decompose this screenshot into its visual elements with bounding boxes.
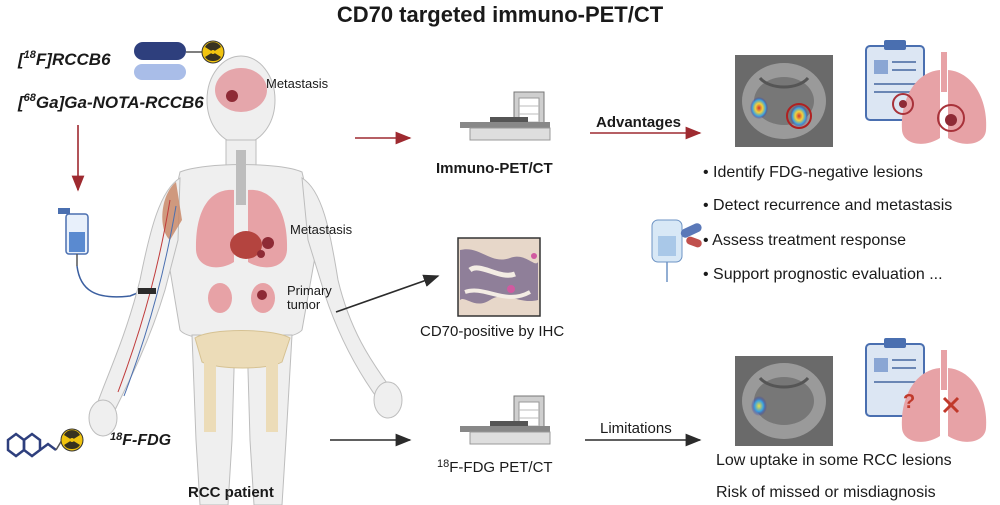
fdg-tracer-label: 18F-FDG xyxy=(110,431,172,449)
figure-title: CD70 targeted immuno-PET/CT xyxy=(336,2,664,27)
syringe-icon xyxy=(58,208,141,298)
fdg-molecule-icon xyxy=(6,428,84,458)
arrow-to-ihc xyxy=(335,274,440,313)
tracer-nota-rccb6-label: [68Ga]Ga-NOTA-RCCB6 xyxy=(18,92,204,112)
immuno-pet-ct-label: Immuno-PET/CT xyxy=(436,160,553,177)
immuno-pet-brain-scan xyxy=(735,55,833,147)
cross-mark-icon xyxy=(942,396,960,414)
advantage-item: • Assess treatment response xyxy=(703,232,907,249)
lung-metastasis-label: Metastasis xyxy=(290,222,353,237)
ihc-label: CD70-positive by IHC xyxy=(420,323,565,340)
ihc-stain-image xyxy=(457,237,541,317)
clipboard-lungs-negative: ? xyxy=(865,338,987,442)
tracer-rccb6-label: [18F]RCCB6 xyxy=(18,49,111,69)
advantage-item: • Support prognostic evaluation ... xyxy=(703,266,943,283)
brain-metastasis-label: Metastasis xyxy=(266,76,329,91)
rcc-patient-body xyxy=(88,55,403,505)
advantage-item: • Identify FDG-negative lesions xyxy=(703,164,923,181)
iv-clip xyxy=(138,288,156,294)
rcc-patient-label: RCC patient xyxy=(188,484,274,501)
antibody-radio-icon xyxy=(134,40,225,80)
fdg-pet-ct-scanner-icon xyxy=(460,395,551,445)
treatment-drug-icon xyxy=(651,219,702,282)
limitations-label: Limitations xyxy=(600,420,672,437)
pet-ct-scanner-icon xyxy=(460,91,551,141)
advantages-label: Advantages xyxy=(596,114,682,131)
limitation-item: Low uptake in some RCC lesions xyxy=(716,452,952,469)
limitation-item: Risk of missed or misdiagnosis xyxy=(716,484,936,501)
question-mark-icon: ? xyxy=(903,391,915,413)
advantage-item: • Detect recurrence and metastasis xyxy=(703,197,953,214)
fdg-pet-brain-scan xyxy=(735,356,833,446)
fdg-pet-ct-label: 18F-FDG PET/CT xyxy=(437,458,553,476)
clipboard-lungs-positive xyxy=(865,40,987,144)
